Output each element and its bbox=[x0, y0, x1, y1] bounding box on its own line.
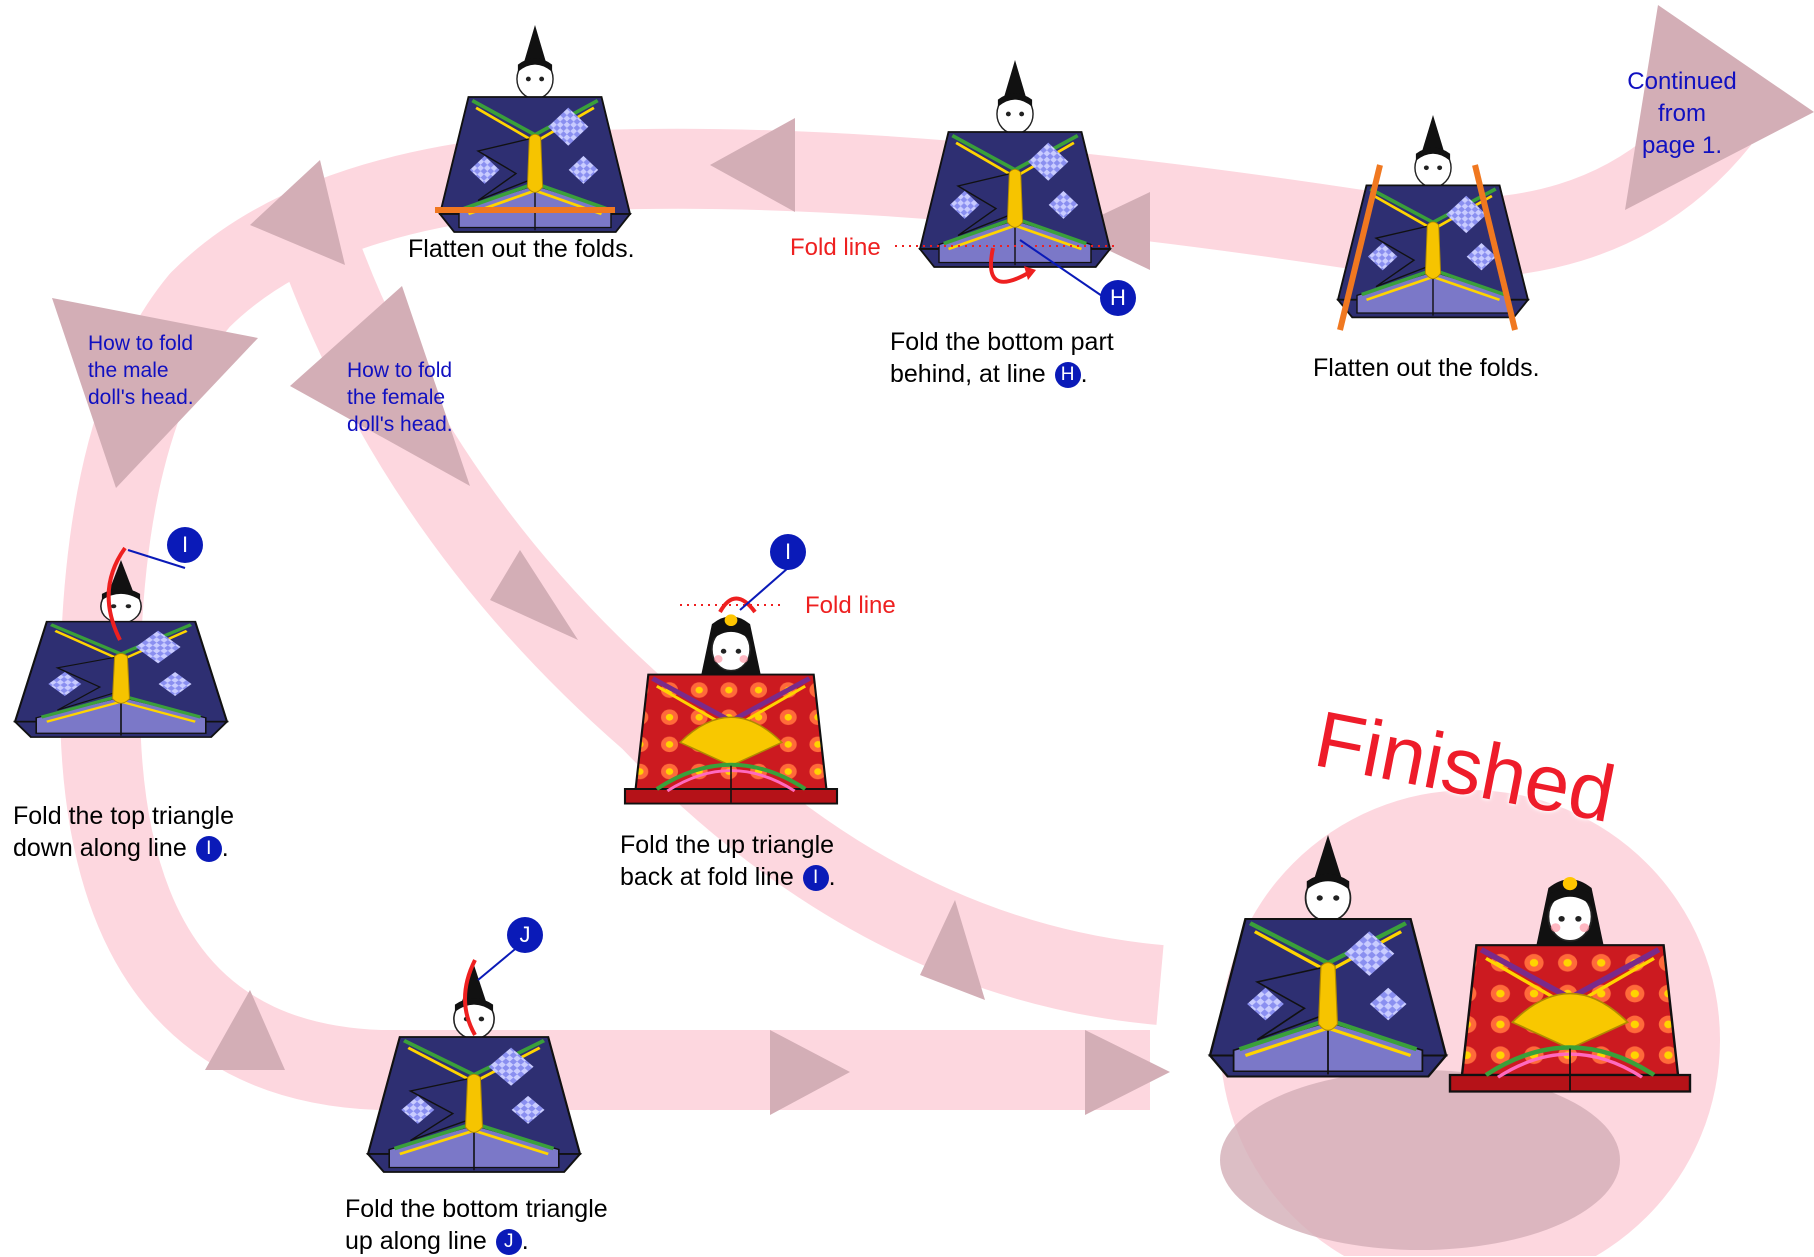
male-doll-fold-behind bbox=[918, 58, 1112, 269]
male-head-note: How to fold the male doll's head. bbox=[88, 332, 194, 409]
caption-fold-bottom-behind: Fold the bottom part behind, at line H. bbox=[890, 328, 1114, 389]
continued-note: Continued from page 1. bbox=[1627, 68, 1737, 159]
fold-arrow-j bbox=[463, 959, 477, 1036]
fold-line-label-h: Fold line bbox=[790, 234, 881, 261]
fold-arrow-i-male bbox=[106, 546, 127, 641]
caption-fold-bottom-triangle: Fold the bottom triangle up along line J… bbox=[345, 1195, 608, 1256]
marker-i-male-label: I bbox=[181, 532, 189, 557]
male-doll-head-fold bbox=[15, 560, 227, 737]
male-doll-bottom-fold bbox=[368, 965, 580, 1172]
caption-flatten-right: Flatten out the folds. bbox=[1313, 354, 1540, 382]
caption-fold-top-triangle: Fold the top triangle down along line I. bbox=[13, 802, 234, 863]
female-head-note: How to fold the female doll's head. bbox=[347, 359, 453, 436]
marker-i-female-label: I bbox=[784, 539, 792, 564]
male-doll-flatten-top bbox=[438, 23, 632, 234]
edge-highlight-right bbox=[1472, 164, 1518, 331]
marker-i-inline-female: I bbox=[802, 865, 829, 892]
fold-arrow bbox=[988, 247, 1032, 284]
fold-line-label-i: Fold line bbox=[805, 592, 896, 619]
female-doll-head-fold bbox=[625, 614, 837, 803]
continued-arrow bbox=[1625, 5, 1814, 210]
marker-h-label: H bbox=[1110, 285, 1126, 310]
marker-h-inline: H bbox=[1054, 362, 1081, 389]
marker-i-inline-male: I bbox=[195, 836, 222, 863]
fold-arrow-i-female bbox=[718, 596, 757, 614]
marker-j-label: J bbox=[519, 922, 531, 947]
edge-highlight-left bbox=[1337, 164, 1383, 331]
caption-fold-up-triangle: Fold the up triangle back at fold line I… bbox=[620, 831, 836, 892]
marker-j-inline: J bbox=[495, 1229, 522, 1256]
flow-arrows bbox=[52, 5, 1814, 1115]
caption-flatten-top: Flatten out the folds. bbox=[408, 235, 635, 263]
